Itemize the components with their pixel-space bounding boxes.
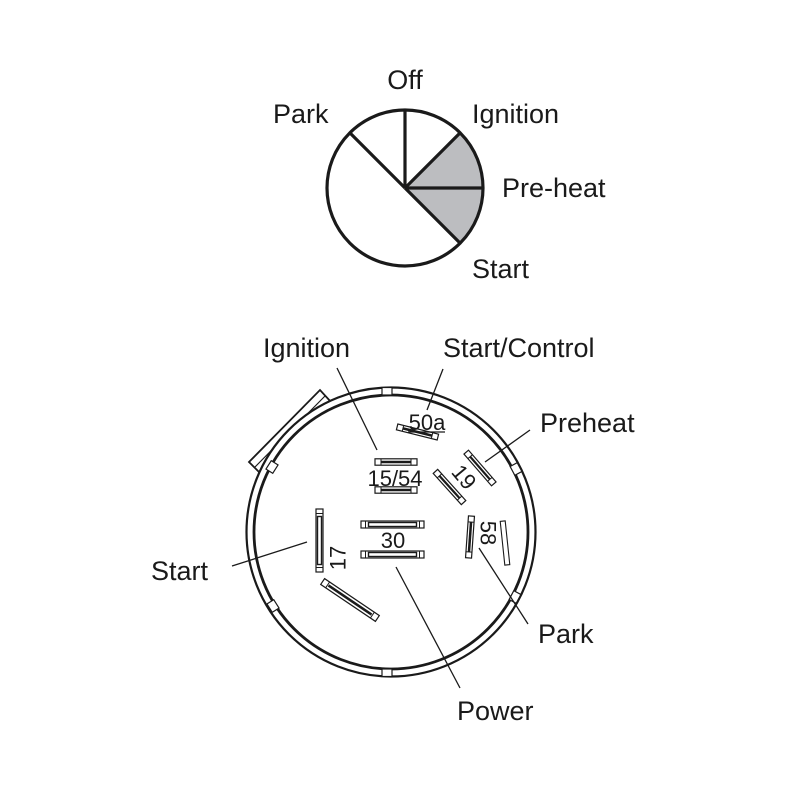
leader-start	[231, 541, 308, 567]
terminal-30-top	[360, 520, 425, 529]
callout-start-control: Start/Control	[443, 333, 595, 363]
terminal-15-54-bottom	[374, 486, 418, 494]
callout-power: Power	[457, 696, 534, 726]
leader-preheat	[484, 429, 531, 463]
callout-ignition: Ignition	[263, 333, 350, 363]
terminal-label-50a: 50a	[409, 410, 446, 435]
preheat-sector	[405, 132, 484, 188]
terminal-label-17: 17	[326, 546, 351, 570]
park-divider	[348, 131, 407, 190]
start-sector	[405, 188, 484, 244]
leader-park	[478, 547, 529, 625]
terminal-label-30: 30	[381, 528, 405, 553]
label-preheat: Pre-heat	[502, 173, 606, 203]
terminal-label-58: 58	[476, 521, 501, 545]
label-ignition: Ignition	[472, 99, 559, 129]
terminal-58-aux-slot	[499, 520, 511, 566]
switch-position-dial: Off Park Ignition Pre-heat Start	[273, 65, 606, 284]
callout-park: Park	[538, 619, 594, 649]
terminal-15-54-top	[374, 458, 418, 466]
terminal-19-left	[432, 468, 467, 506]
label-start: Start	[472, 254, 530, 284]
notch-lower-left	[266, 598, 280, 614]
leader-start-control	[426, 368, 444, 411]
notch-top	[381, 386, 393, 396]
callout-start: Start	[151, 556, 209, 586]
notch-bottom	[381, 668, 393, 678]
callout-preheat: Preheat	[540, 408, 635, 438]
leader-ignition	[336, 367, 378, 451]
callouts: Ignition Start/Control Preheat Start Par…	[151, 333, 635, 726]
start-divider	[403, 186, 462, 245]
notch-upper-left	[265, 459, 279, 475]
ignition-divider	[403, 131, 462, 190]
terminal-17	[315, 508, 324, 573]
leader-power	[395, 566, 461, 689]
connector-face: 50a 15/54 19	[245, 386, 537, 678]
terminal-30-bottom	[360, 550, 425, 559]
notch-upper-right	[509, 461, 523, 477]
terminal-19-right	[463, 449, 497, 487]
label-off: Off	[387, 65, 423, 95]
terminal-58	[464, 515, 476, 559]
terminal-diagonal-lower	[319, 577, 381, 623]
label-park: Park	[273, 99, 329, 129]
